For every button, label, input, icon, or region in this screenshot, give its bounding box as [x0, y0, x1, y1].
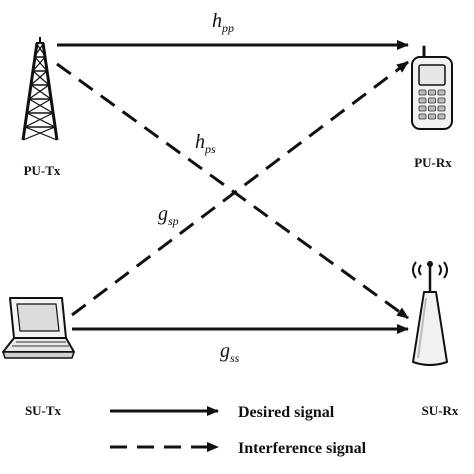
- channel-hps-sub: ps: [204, 142, 216, 156]
- su-rx-label: SU-Rx: [422, 403, 459, 418]
- channel-label-gsp: gsp: [158, 203, 179, 228]
- channel-gss-sub: ss: [230, 351, 240, 365]
- channel-hps-base: h: [195, 131, 205, 153]
- transmission-tower-icon: [21, 37, 59, 141]
- channel-label-hpp: hpp: [212, 10, 234, 35]
- pu-tx-label: PU-Tx: [24, 163, 61, 178]
- laptop-icon: [2, 297, 75, 359]
- channel-label-hps: hps: [195, 131, 216, 156]
- legend-interference-label: Interference signal: [238, 440, 367, 457]
- interference-link-su-to-pu: [71, 60, 409, 317]
- channel-label-gss: gss: [220, 340, 240, 365]
- pu-rx-label: PU-Rx: [414, 155, 452, 170]
- channel-hpp-sub: pp: [221, 21, 234, 35]
- base-station-icon: [412, 261, 448, 366]
- channel-hpp-base: h: [212, 10, 222, 32]
- legend-desired-label: Desired signal: [238, 404, 335, 421]
- su-tx-label: SU-Tx: [25, 403, 62, 418]
- mobile-phone-icon: [411, 45, 453, 130]
- channel-gsp-sub: sp: [168, 214, 179, 228]
- interference-link-pu-to-su: [56, 62, 409, 320]
- channel-gss-base: g: [220, 340, 230, 362]
- channel-gsp-base: g: [158, 203, 168, 225]
